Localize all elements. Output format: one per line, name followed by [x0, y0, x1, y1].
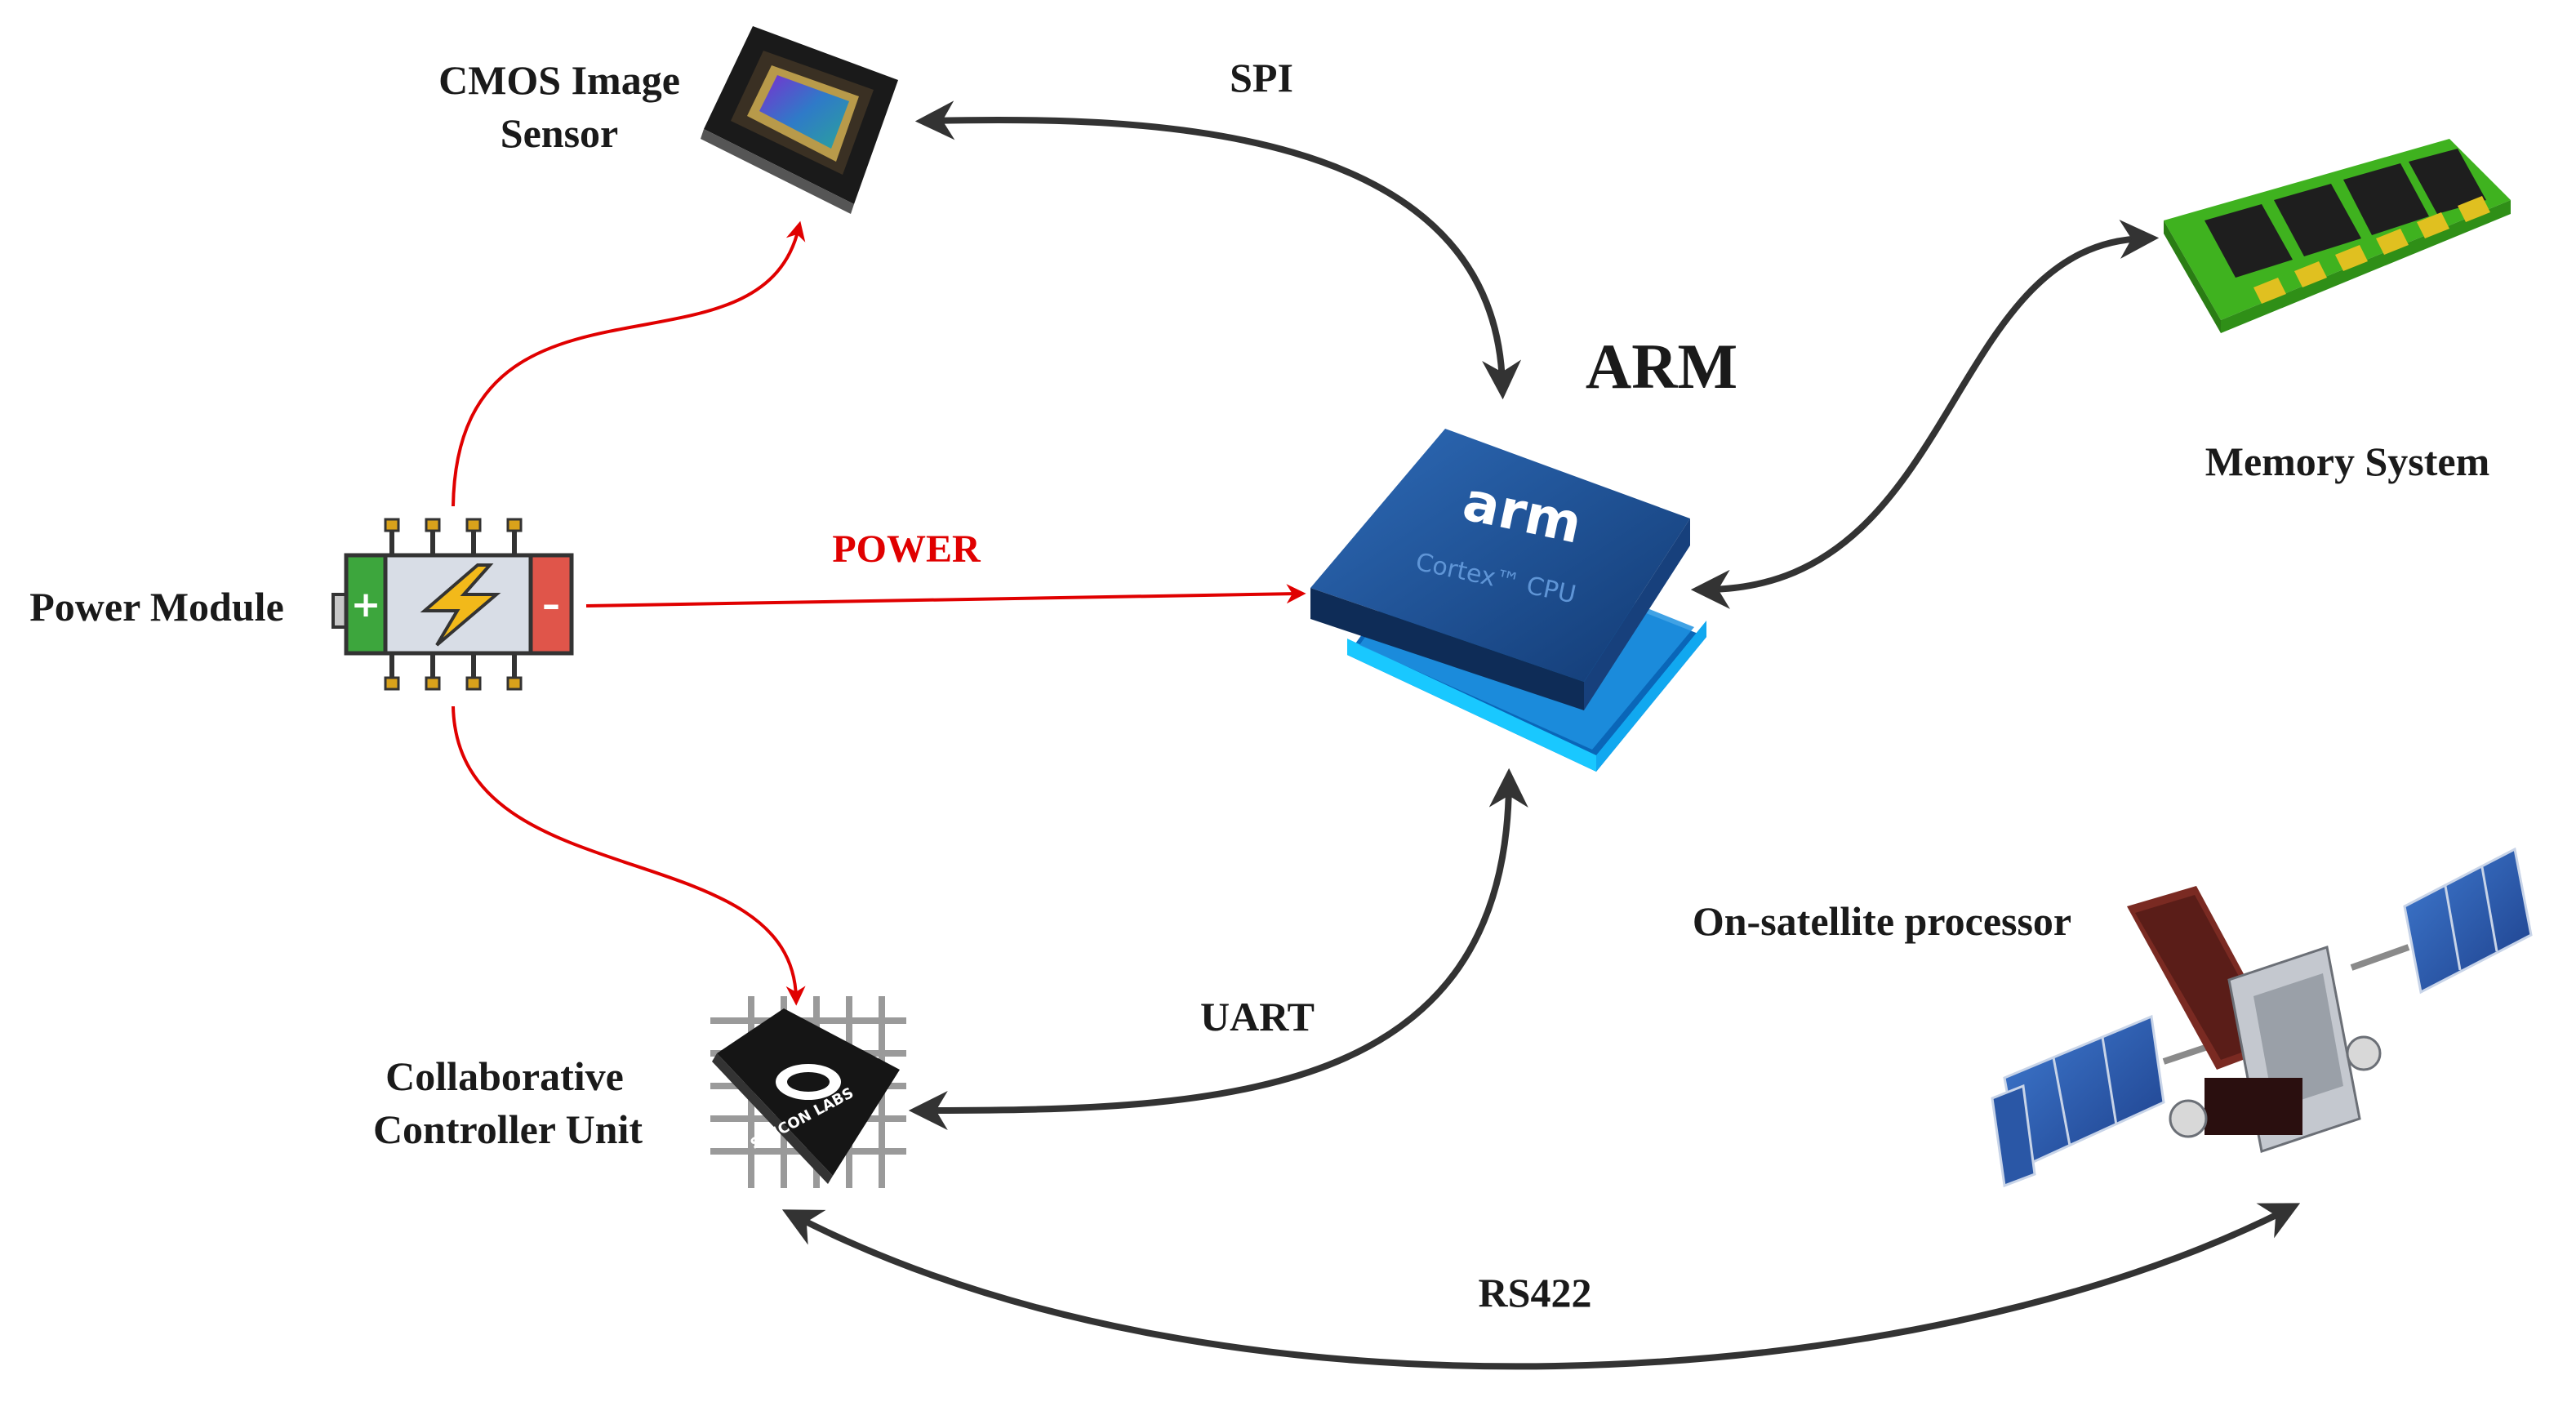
power-to-ccu-arrow — [452, 705, 806, 1006]
uart-label: UART — [1200, 994, 1315, 1039]
ccu-label-line2: Controller Unit — [373, 1106, 643, 1152]
arm-title: ARM — [1586, 331, 1737, 402]
power-to-arm-arrow — [585, 584, 1306, 608]
power-to-sensor-arrow — [452, 220, 806, 507]
rs422-label: RS422 — [1479, 1270, 1592, 1315]
rs422-link-arrow — [781, 1203, 2301, 1370]
cmos-image-sensor-icon — [701, 26, 898, 214]
satellite-icon — [1991, 847, 2533, 1188]
battery-minus-icon: – — [542, 584, 560, 625]
battery-plus-icon: + — [351, 584, 381, 625]
memory-label: Memory System — [2205, 438, 2490, 484]
ccu-label-line1: Collaborative — [385, 1053, 624, 1099]
spi-link-arrow — [914, 100, 1522, 400]
memory-link-arrow — [1690, 220, 2160, 609]
power-module-label: Power Module — [29, 584, 284, 630]
cmos-label-line2: Sensor — [501, 110, 618, 156]
arm-cpu-chip-icon: arm Cortex™ CPU — [1310, 429, 1706, 772]
satellite-label: On-satellite processor — [1693, 898, 2071, 944]
battery-icon: + – — [331, 518, 574, 691]
spi-label: SPI — [1230, 55, 1293, 100]
memory-module-icon — [2164, 139, 2511, 333]
cmos-label-line1: CMOS Image — [438, 57, 680, 103]
microcontroller-icon: SILICON LABS — [710, 996, 906, 1188]
uart-link-arrow — [908, 768, 1528, 1130]
power-link-label: POWER — [832, 527, 981, 571]
